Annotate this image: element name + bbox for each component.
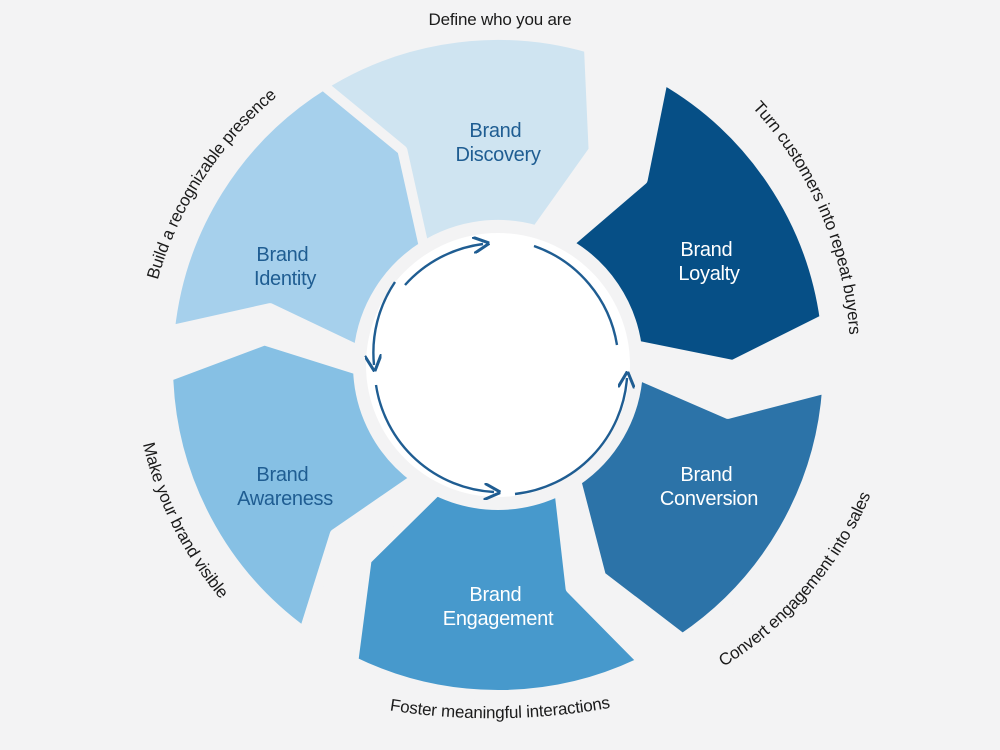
center-hub (366, 233, 630, 497)
inner-arrow-right (514, 378, 627, 496)
inner-arrow-bottom (374, 384, 494, 492)
inner-arrow-left (373, 281, 396, 365)
inner-arrow-upper-right (533, 244, 619, 346)
cycle-segments (163, 29, 833, 701)
label-engagement: Brand Engagement (443, 584, 554, 630)
label-identity: Brand Identity (254, 244, 316, 290)
inner-cycle-arrows (373, 244, 627, 494)
label-awareness: Brand Awareness (237, 464, 333, 510)
caption-discovery: Define who you are (428, 10, 571, 29)
segment-identity (164, 80, 429, 356)
segment-labels: Brand Discovery Brand Loyalty Brand Conv… (237, 120, 758, 630)
segment-engagement (348, 485, 648, 701)
inner-arrow-top (404, 244, 483, 286)
segment-awareness (163, 335, 421, 637)
segment-conversion (571, 369, 833, 644)
label-loyalty: Brand Loyalty (678, 239, 740, 285)
label-discovery: Brand Discovery (455, 120, 540, 166)
label-conversion: Brand Conversion (660, 464, 758, 510)
segment-loyalty (563, 74, 830, 370)
segment-discovery (299, 29, 599, 257)
